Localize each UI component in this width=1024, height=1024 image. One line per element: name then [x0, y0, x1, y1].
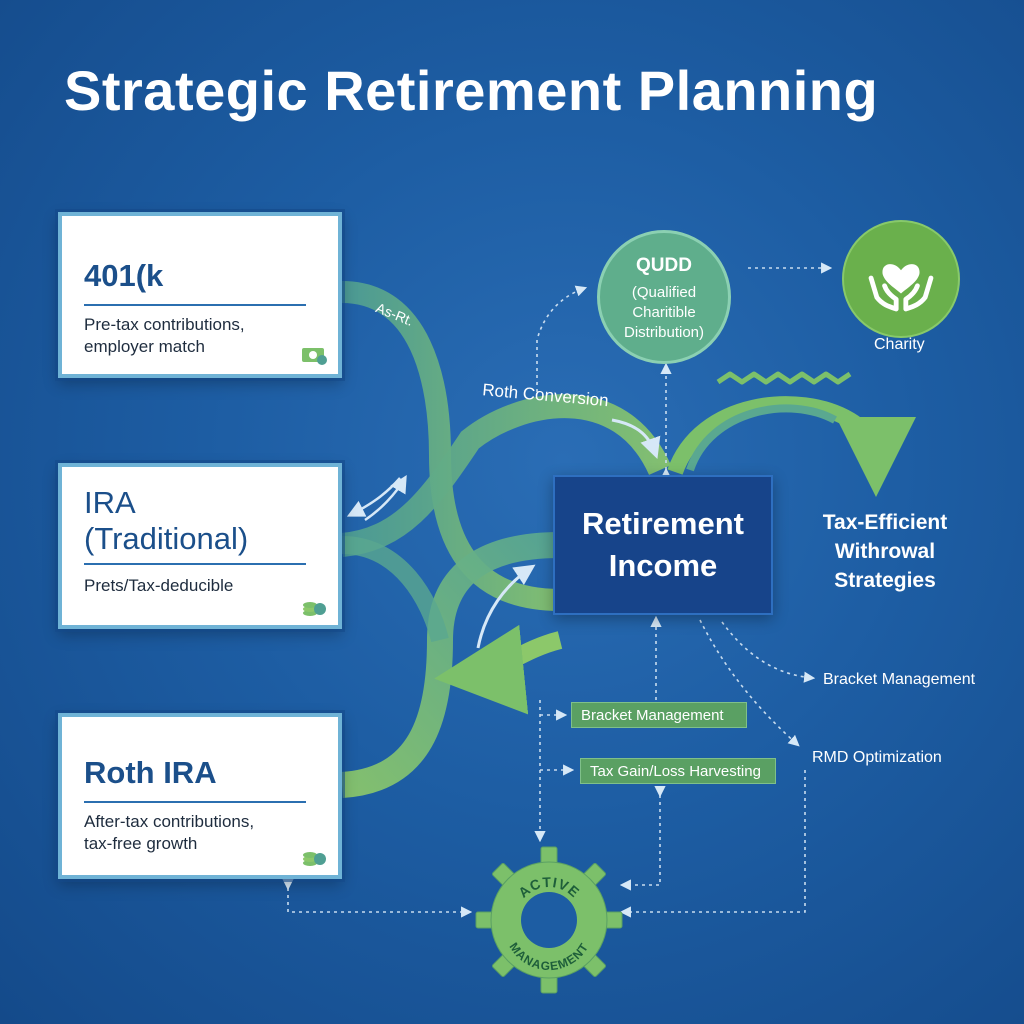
divider: [84, 563, 306, 565]
hands-heart-icon: [868, 264, 934, 312]
flow-return: [434, 624, 563, 715]
flow-top-right-2: [686, 404, 837, 472]
qcd-description: (Qualified Charitible Distribution): [623, 284, 705, 341]
tax-harvesting-chip[interactable]: Tax Gain/Loss Harvesting: [580, 758, 776, 784]
flow-roth: [340, 532, 561, 798]
wave-line: [716, 371, 852, 385]
divider: [84, 304, 306, 306]
arrow-ira-fwd: [364, 474, 407, 522]
coins-icon: [303, 852, 326, 866]
bracket-management-chip[interactable]: Bracket Management: [571, 702, 747, 728]
charity-node[interactable]: [842, 220, 960, 338]
qcd-title: QUDD: [636, 255, 692, 276]
center-line-2: Income: [608, 548, 718, 583]
qcd-node[interactable]: QUDD (Qualified Charitible Distribution): [597, 230, 731, 364]
account-card-ira[interactable]: IRA (Traditional) Prets/Tax-deducible: [58, 463, 342, 629]
page-title: Strategic Retirement Planning: [64, 59, 879, 122]
cash-icon: [302, 348, 327, 365]
flow-ira-lower: [341, 536, 449, 643]
charity-label: Charity: [874, 336, 925, 353]
center-line-1: Retirement: [582, 506, 744, 541]
divider: [84, 801, 306, 803]
flow-top-right: [667, 396, 916, 497]
flow-ira: [340, 394, 671, 557]
coins-icon: [303, 602, 326, 616]
flow-401k: [331, 281, 571, 611]
retirement-income-box[interactable]: Retirement Income: [553, 475, 773, 615]
card-title: Roth IRA: [84, 755, 217, 790]
card-title: 401(k: [84, 258, 164, 293]
card-title: IRA (Traditional): [84, 485, 249, 556]
account-card-roth-ira[interactable]: Roth IRA After-tax contributions, tax-fr…: [58, 713, 342, 879]
card-description: After-tax contributions, tax-free growth: [84, 812, 255, 853]
card-description: Pre-tax contributions, employer match: [84, 315, 245, 356]
gear-icon[interactable]: ACTIVE MANAGEMENT: [474, 845, 624, 995]
bracket-management-label: Bracket Management: [823, 671, 976, 688]
card-description: Prets/Tax-deducible: [84, 576, 234, 595]
arrow-roth-up: [476, 564, 536, 649]
tax-efficient-strategies: Tax-Efficient Withrowal Strategies: [822, 511, 948, 592]
arrow-roth-conv: [611, 418, 661, 459]
account-card-401k[interactable]: 401(k Pre-tax contributions, employer ma…: [58, 212, 342, 378]
rmd-optimization-label: RMD Optimization: [812, 749, 942, 766]
